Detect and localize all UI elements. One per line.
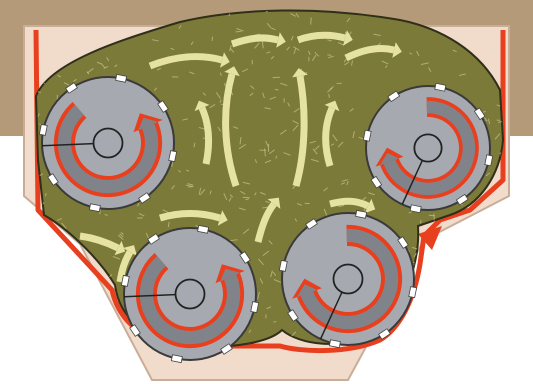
forage-speck (433, 316, 439, 320)
forage-speck (57, 258, 63, 260)
forage-speck (101, 328, 106, 329)
forage-speck (41, 296, 45, 302)
forage-speck (425, 350, 428, 353)
forage-speck (451, 284, 453, 287)
auger-hub (414, 134, 441, 161)
forage-speck (498, 266, 504, 268)
forage-speck (409, 341, 414, 343)
auger-hub (93, 128, 122, 157)
forage-speck (112, 350, 113, 354)
forage-speck (71, 265, 74, 268)
forage-speck (483, 318, 486, 325)
forage-speck (67, 254, 70, 257)
auger-hub (333, 264, 362, 293)
forage-speck (436, 268, 438, 275)
forage-speck (70, 286, 73, 292)
forage-speck (125, 333, 127, 340)
forage-speck (433, 339, 435, 344)
forage-speck (490, 301, 494, 303)
forage-speck (492, 218, 494, 222)
forage-speck (425, 277, 429, 278)
forage-speck (458, 240, 461, 246)
forage-speck (117, 332, 120, 336)
forage-speck (495, 318, 498, 321)
forage-speck (484, 282, 485, 285)
forage-speck (28, 270, 33, 271)
forage-speck (467, 222, 472, 226)
forage-speck (428, 267, 431, 272)
forage-speck (85, 328, 90, 334)
forage-speck (82, 301, 88, 305)
forage-speck (311, 18, 312, 25)
forage-speck (426, 350, 434, 351)
forage-speck (28, 207, 33, 211)
forage-speck (262, 41, 263, 48)
forage-speck (39, 325, 44, 326)
forage-speck (502, 253, 505, 257)
forage-speck (456, 337, 459, 344)
forage-speck (448, 236, 452, 240)
forage-speck (490, 285, 494, 286)
forage-speck (32, 215, 33, 219)
forage-speck (449, 293, 452, 299)
forage-speck (67, 313, 70, 314)
forage-speck (501, 233, 503, 239)
forage-speck (499, 349, 501, 351)
forage-speck (101, 313, 107, 315)
forage-speck (471, 306, 475, 310)
forage-speck (329, 94, 330, 98)
auger-hub (175, 279, 204, 308)
forage-speck (275, 89, 279, 90)
forage-speck (466, 269, 470, 271)
forage-speck (444, 314, 447, 318)
forage-speck (71, 342, 76, 344)
forage-speck (486, 270, 490, 271)
forage-speck (262, 207, 267, 208)
forage-speck (465, 285, 470, 286)
forage-speck (462, 251, 465, 254)
forage-speck (86, 283, 90, 284)
forage-speck (30, 347, 32, 351)
forage-speck (89, 325, 93, 331)
forage-speck (101, 329, 108, 330)
forage-speck (425, 321, 430, 323)
forage-speck (64, 274, 66, 277)
forage-speck (490, 250, 494, 253)
forage-speck (469, 234, 475, 240)
forage-speck (466, 309, 467, 315)
forage-speck (35, 281, 38, 283)
forage-speck (104, 308, 105, 313)
forage-speck (437, 248, 441, 252)
forage-speck (443, 287, 446, 288)
forage-speck (120, 342, 126, 347)
forage-speck (78, 345, 81, 348)
